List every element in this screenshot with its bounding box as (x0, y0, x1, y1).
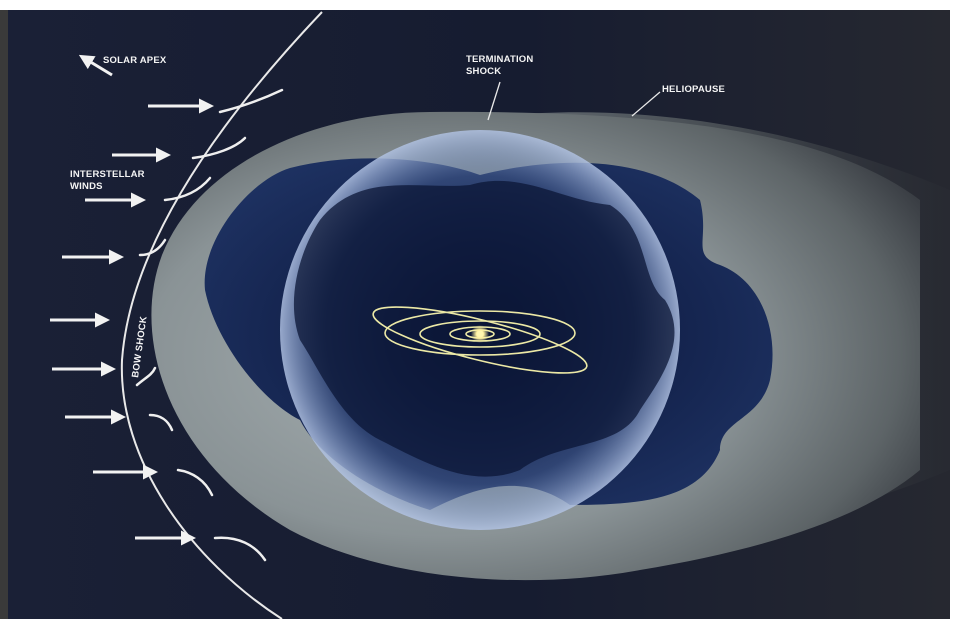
sun (477, 331, 483, 337)
heliopause-label: HELIOPAUSE (662, 84, 725, 95)
termination-shock-label-line2: SHOCK (466, 66, 501, 77)
left-edge-strip (0, 10, 8, 619)
termination-shock-label-line1: TERMINATION (466, 54, 533, 65)
interstellar-winds-label-line2: WINDS (70, 181, 103, 192)
solar-apex-label: SOLAR APEX (103, 55, 167, 66)
interstellar-winds-label-line1: INTERSTELLAR (70, 169, 145, 180)
